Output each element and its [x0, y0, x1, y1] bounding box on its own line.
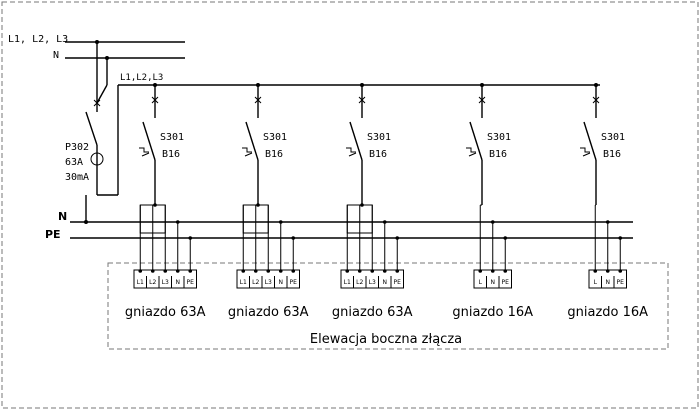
neutral-bus-label: N — [58, 210, 67, 223]
breaker-trip-symbol — [139, 147, 150, 157]
breaker-rating: B16 — [603, 149, 621, 160]
socket-terminal-label: L3 — [369, 279, 376, 286]
socket-terminal-label: N — [491, 279, 496, 286]
breaker-model: S301 — [367, 132, 391, 143]
socket-caption: gniazdo 63A — [228, 305, 309, 320]
breaker-model: S301 — [263, 132, 287, 143]
socket-terminal-label: L1 — [344, 279, 351, 286]
rcd-switch-blade — [85, 111, 98, 146]
breaker-rating: B16 — [162, 149, 180, 160]
breaker-trip-symbol — [346, 147, 357, 157]
socket-terminal-label: L2 — [252, 279, 259, 286]
breaker-contact-x — [358, 96, 366, 104]
breaker-trip-symbol — [242, 147, 253, 157]
panel-caption: Elewacja boczna złącza — [310, 332, 462, 347]
pe-bus-label: PE — [45, 228, 61, 241]
junction-dot — [105, 56, 109, 60]
breaker-switch-blade — [583, 121, 597, 161]
breaker-switch-blade — [349, 121, 363, 161]
breaker-contact-x — [254, 96, 262, 104]
socket-terminal-label: PE — [187, 279, 195, 286]
supply-lines-label: L1, L2, L3 — [8, 34, 68, 45]
socket-terminal-label: PE — [290, 279, 298, 286]
breaker-switch-blade — [245, 121, 259, 161]
junction-dot — [256, 203, 260, 207]
socket-terminal-label: L — [594, 279, 598, 286]
socket-terminal-label: N — [606, 279, 611, 286]
socket-panel — [107, 262, 669, 350]
rcd-rating: 63A — [65, 157, 83, 168]
socket-caption: gniazdo 63A — [125, 305, 206, 320]
rcd-model: P302 — [65, 142, 89, 153]
socket-terminal-label: L1 — [137, 279, 144, 286]
socket-terminal-label: N — [383, 279, 388, 286]
breaker-switch-blade — [469, 121, 483, 161]
breaker-contact-x — [592, 96, 600, 104]
breaker-rating: B16 — [369, 149, 387, 160]
socket-terminal-label: N — [279, 279, 284, 286]
breaker-rating: B16 — [489, 149, 507, 160]
phase-bridge — [139, 204, 166, 234]
junction-dot — [153, 203, 157, 207]
socket-terminal-label: L3 — [265, 279, 272, 286]
socket-terminal-label: PE — [502, 279, 510, 286]
socket-terminal-label: PE — [394, 279, 402, 286]
bus-label: L1,L2,L3 — [120, 73, 163, 83]
breaker-model: S301 — [601, 132, 625, 143]
breaker-contact-x — [151, 96, 159, 104]
breaker-trip-symbol — [580, 147, 591, 157]
socket-caption: gniazdo 16A — [567, 305, 648, 320]
socket-terminal-label: L3 — [162, 279, 169, 286]
breaker-model: S301 — [160, 132, 184, 143]
socket-terminal-label: PE — [617, 279, 625, 286]
socket-caption: gniazdo 63A — [332, 305, 413, 320]
junction-dot — [360, 203, 364, 207]
socket-caption: gniazdo 16A — [452, 305, 533, 320]
junction-dot — [95, 40, 99, 44]
socket-terminal-label: L1 — [240, 279, 247, 286]
socket-terminal-label: L2 — [356, 279, 363, 286]
socket-terminal-label: L2 — [149, 279, 156, 286]
breaker-rating: B16 — [265, 149, 283, 160]
breaker-model: S301 — [487, 132, 511, 143]
breaker-contact-x — [478, 96, 486, 104]
rcd-sensitivity: 30mA — [65, 172, 89, 183]
supply-neutral-label: N — [53, 50, 59, 61]
phase-bridge — [242, 204, 269, 234]
breaker-trip-symbol — [466, 147, 477, 157]
socket-terminal-label: L — [479, 279, 483, 286]
breaker-switch-blade — [142, 121, 156, 161]
phase-bridge — [346, 204, 373, 234]
socket-terminal-label: N — [176, 279, 181, 286]
